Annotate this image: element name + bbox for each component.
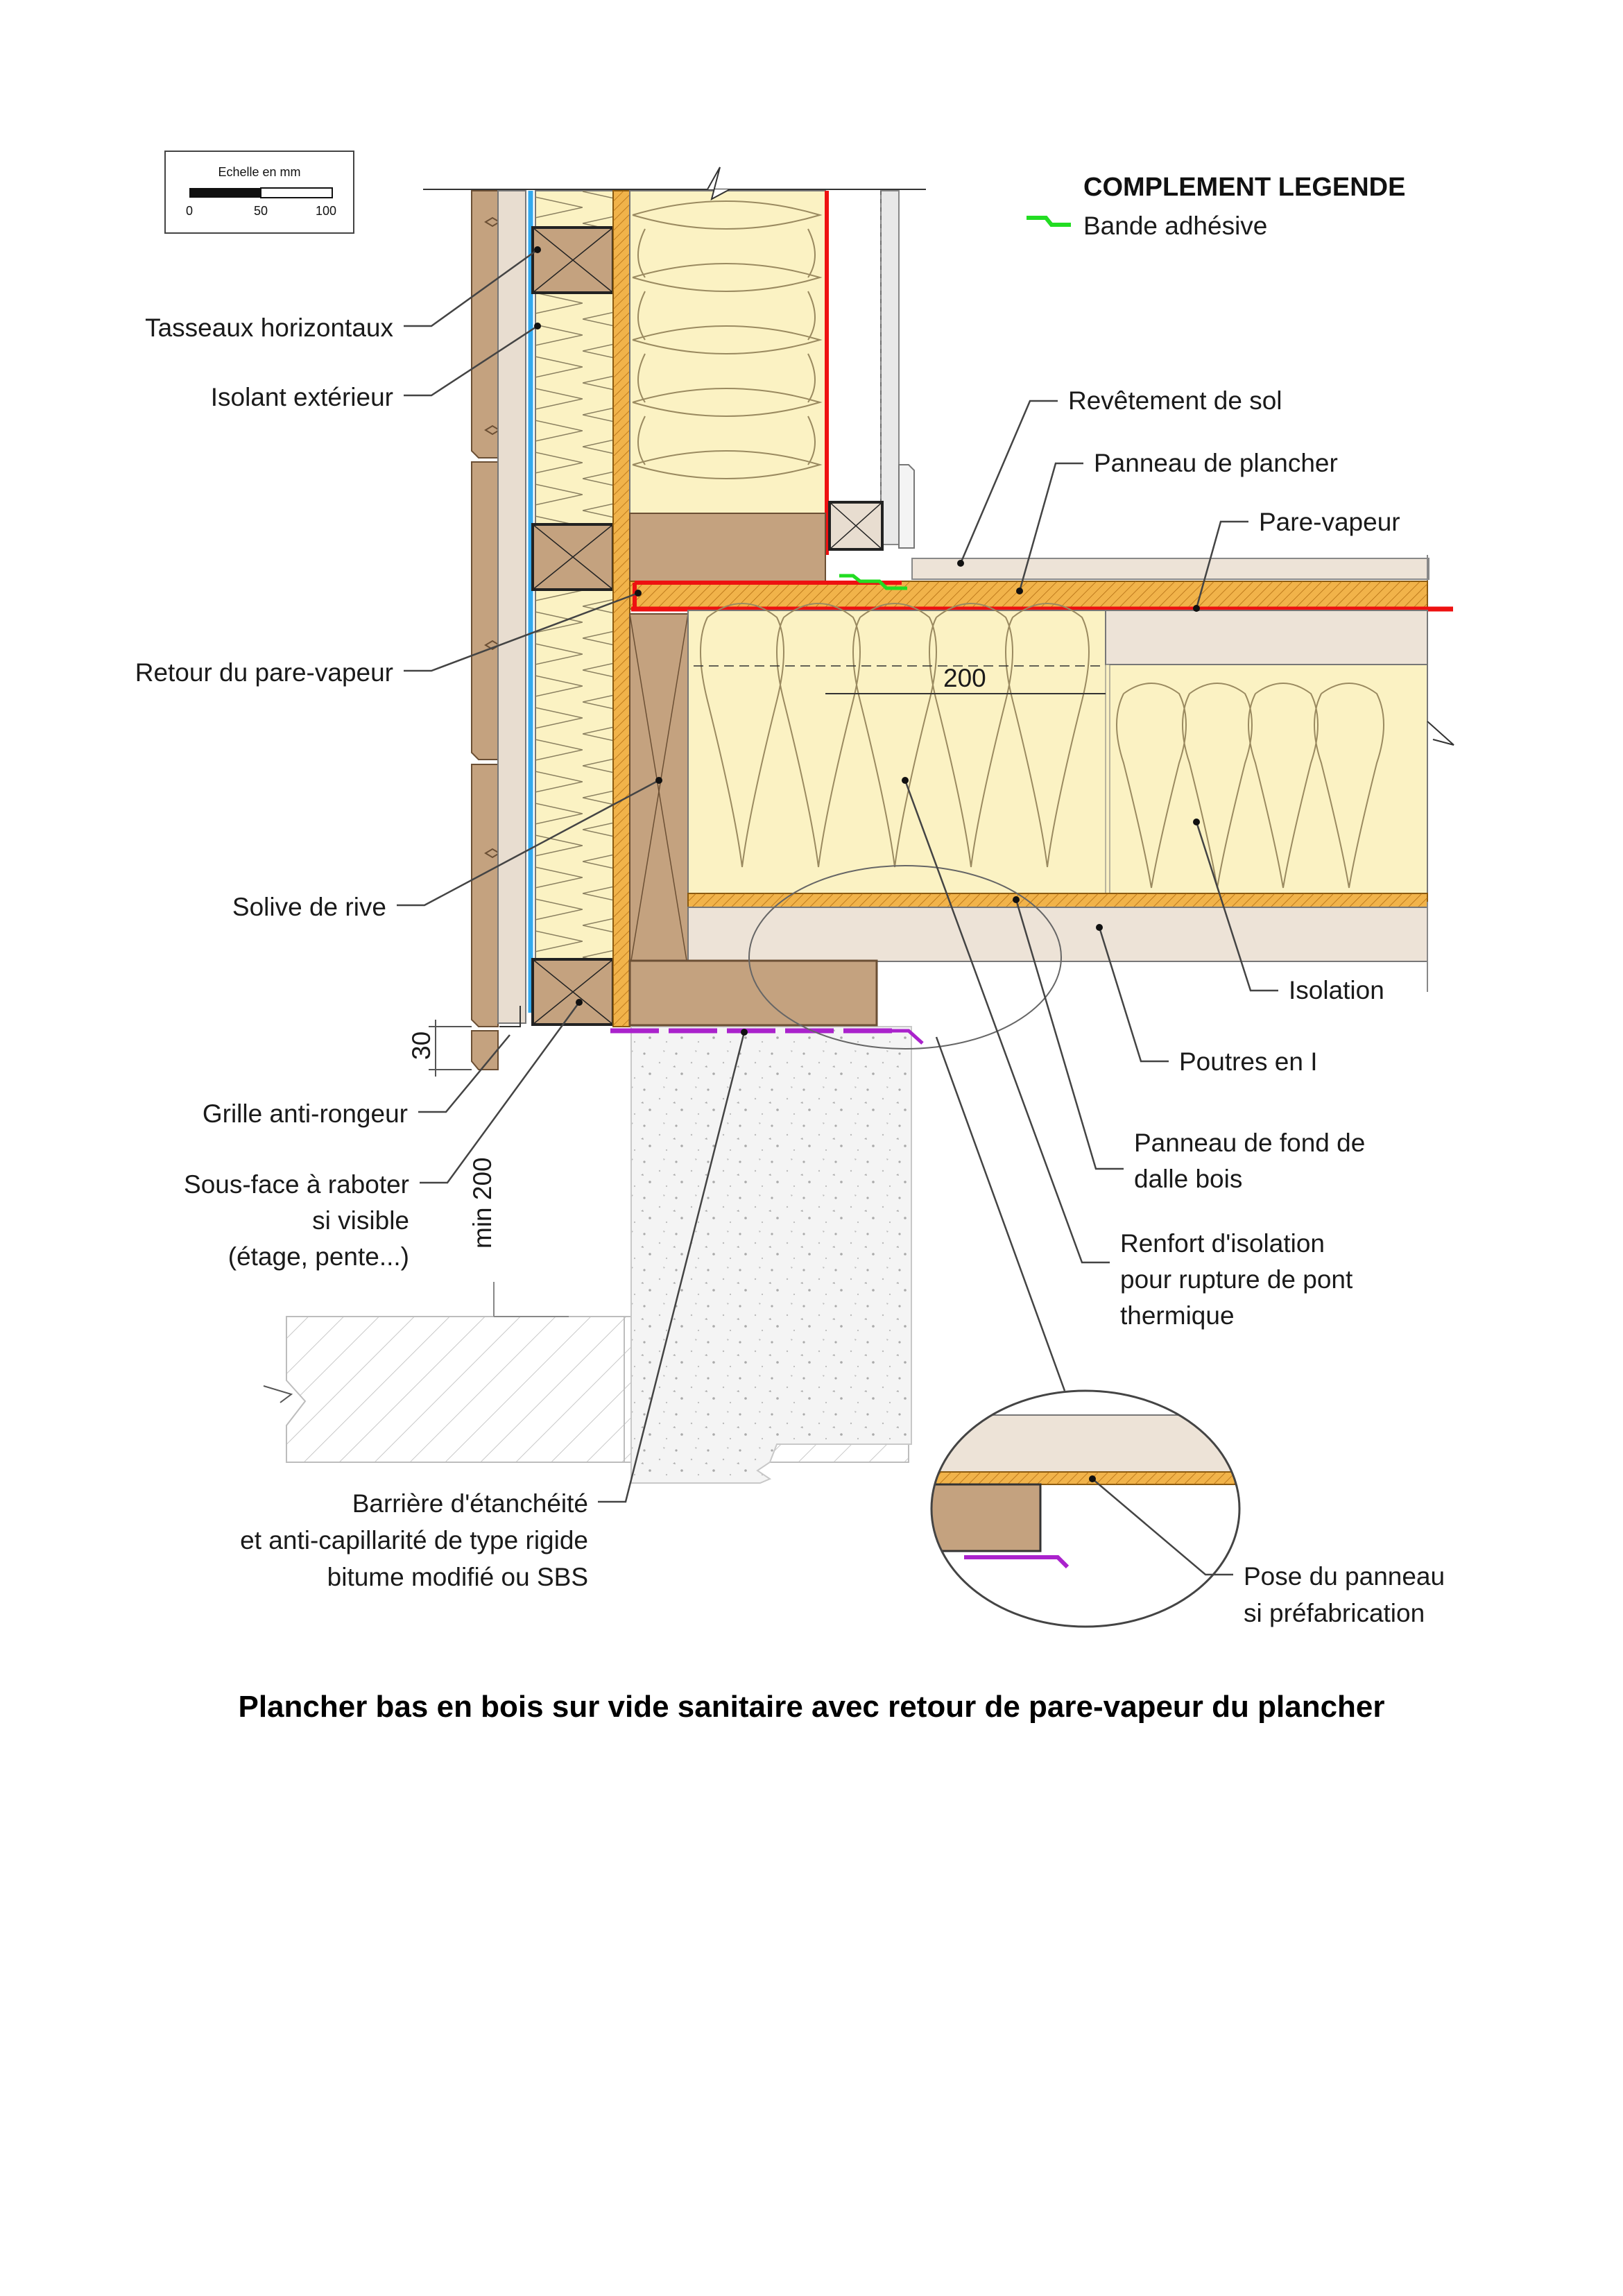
label-pose-panneau-2: si préfabrication bbox=[1244, 1599, 1425, 1627]
vertical-dimensions: 30 min 200 bbox=[407, 1020, 497, 1249]
label-grille-anti-rongeur: Grille anti-rongeur bbox=[203, 1099, 408, 1128]
left-callouts: Tasseaux horizontaux Isolant extérieur R… bbox=[135, 246, 748, 1591]
exterior-wall bbox=[423, 166, 926, 1070]
legend-item-bande-adhesive: Bande adhésive bbox=[1083, 212, 1267, 240]
label-barriere-2: et anti-capillarité de type rigide bbox=[240, 1526, 588, 1554]
label-pose-panneau-1: Pose du panneau bbox=[1244, 1562, 1445, 1591]
scale-tick-100: 100 bbox=[316, 204, 336, 218]
wood-cladding bbox=[471, 190, 501, 1070]
dimension-30: 30 bbox=[407, 1031, 436, 1060]
label-solive-de-rive: Solive de rive bbox=[232, 893, 386, 921]
label-tasseaux: Tasseaux horizontaux bbox=[145, 314, 393, 342]
label-barriere-3: bitume modifié ou SBS bbox=[327, 1563, 588, 1591]
label-isolant-exterieur: Isolant extérieur bbox=[211, 383, 393, 411]
label-poutres-en-i: Poutres en I bbox=[1179, 1047, 1318, 1076]
label-retour-pare-vapeur: Retour du pare-vapeur bbox=[135, 658, 393, 687]
figure-caption: Plancher bas en bois sur vide sanitaire … bbox=[238, 1690, 1384, 1724]
label-renfort-3: thermique bbox=[1120, 1301, 1235, 1330]
label-panneau-fond-1: Panneau de fond de bbox=[1134, 1129, 1365, 1157]
label-isolation: Isolation bbox=[1289, 976, 1384, 1004]
label-revetement-de-sol: Revêtement de sol bbox=[1068, 386, 1282, 415]
label-sous-face-2: si visible bbox=[312, 1206, 409, 1235]
legend-title: COMPLEMENT LEGENDE bbox=[1083, 173, 1405, 202]
dimension-min-200: min 200 bbox=[468, 1157, 497, 1249]
scale-tick-0: 0 bbox=[186, 204, 193, 218]
label-pare-vapeur: Pare-vapeur bbox=[1259, 508, 1400, 536]
label-barriere-1: Barrière d'étanchéité bbox=[352, 1489, 588, 1518]
label-renfort-1: Renfort d'isolation bbox=[1120, 1229, 1325, 1258]
dimension-200: 200 bbox=[943, 664, 986, 692]
right-callouts: Revêtement de sol Panneau de plancher Pa… bbox=[902, 386, 1445, 1627]
scale-tick-50: 50 bbox=[254, 204, 268, 218]
legend: COMPLEMENT LEGENDE Bande adhésive bbox=[1027, 173, 1405, 240]
label-renfort-2: pour rupture de pont bbox=[1120, 1265, 1353, 1294]
floor-assembly: 200 bbox=[499, 555, 1454, 1050]
magnified-detail bbox=[930, 1389, 1241, 1628]
label-panneau-de-plancher: Panneau de plancher bbox=[1094, 449, 1338, 477]
label-panneau-fond-2: dalle bois bbox=[1134, 1165, 1242, 1193]
concrete-foundation-wall bbox=[630, 1026, 912, 1484]
label-sous-face-3: (étage, pente...) bbox=[228, 1242, 409, 1271]
label-sous-face-1: Sous-face à raboter bbox=[184, 1170, 409, 1199]
adhesive-tape-icon bbox=[1027, 216, 1071, 227]
scale-bar: Echelle en mm 0 50 100 bbox=[164, 151, 354, 234]
scale-title: Echelle en mm bbox=[218, 165, 300, 179]
